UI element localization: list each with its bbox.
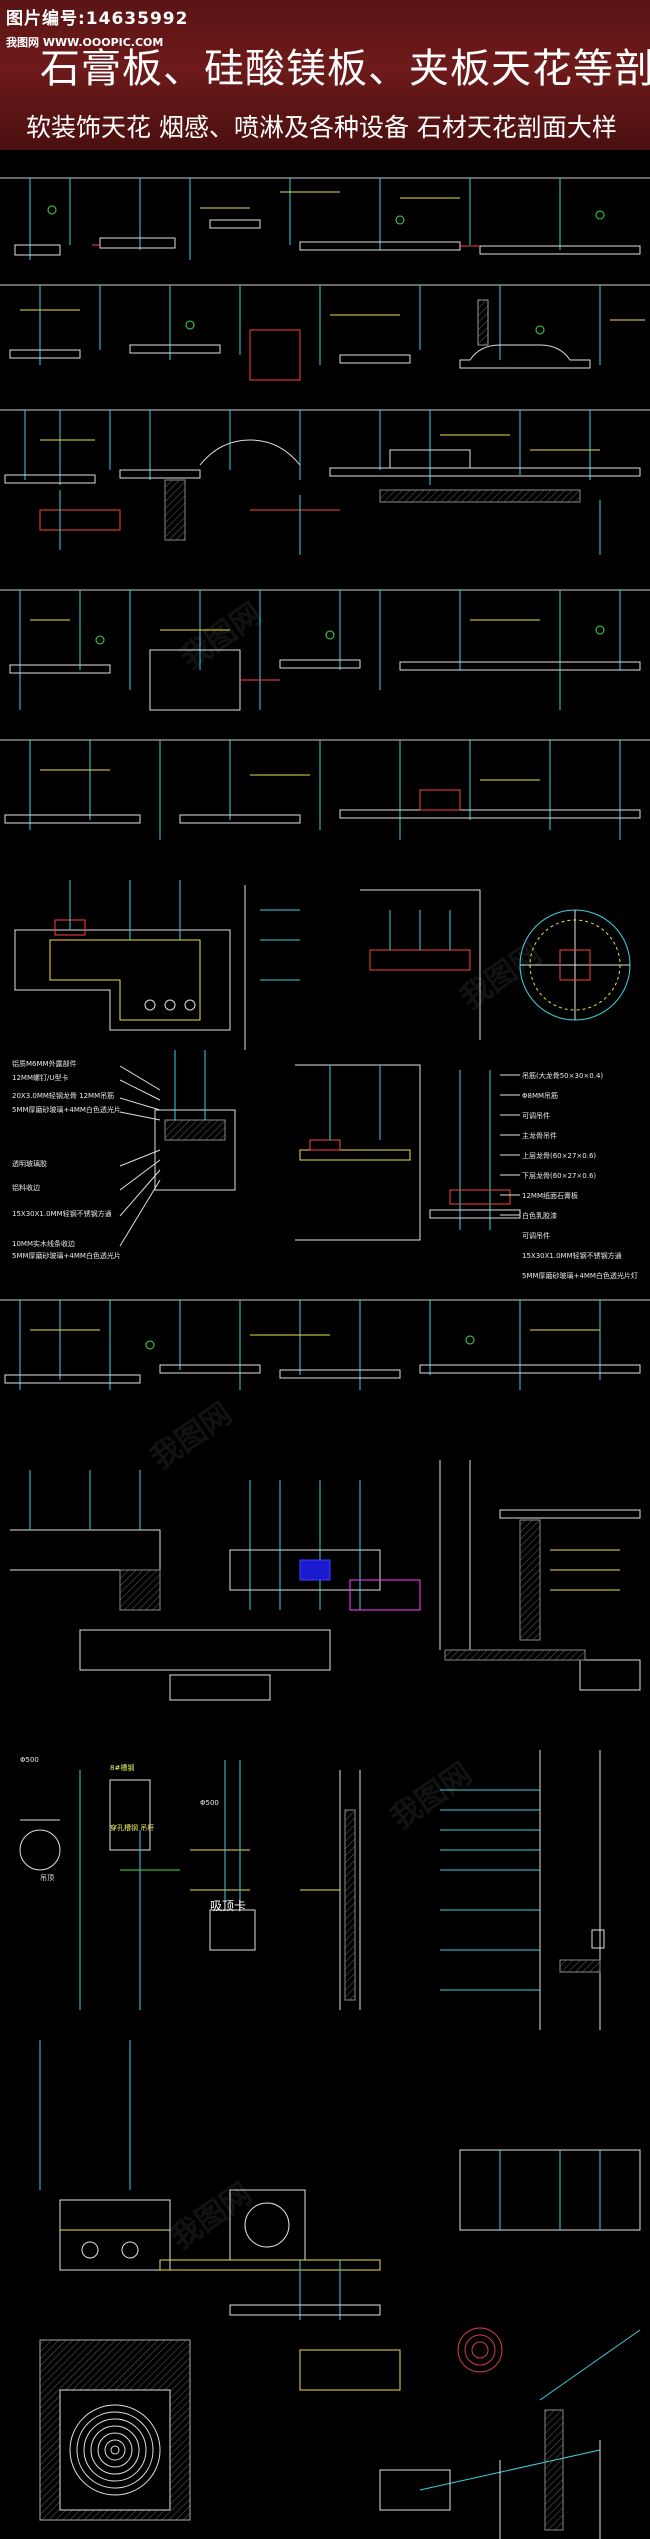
callout: 5MM厚磨砂玻璃+4MM白色透光片 <box>12 1251 121 1260</box>
section-detail-row-7 <box>119 1050 521 1247</box>
callout: 吸顶卡 <box>210 1899 246 1913</box>
callout: 12MM螺钉/U型卡 <box>12 1073 68 1082</box>
callout: 5MM厚磨砂玻璃+4MM白色透光片灯 <box>522 1271 638 1280</box>
callout: 8#槽钢 <box>110 1763 134 1772</box>
callout: Φ500 <box>200 1799 219 1807</box>
callout: Φ8MM吊筋 <box>522 1091 558 1100</box>
section-detail-row-2 <box>0 284 650 381</box>
watermark: 我图网 <box>385 1756 479 1836</box>
callout: 透明玻璃胶 <box>12 1159 47 1168</box>
callout: 主龙骨吊件 <box>522 1131 557 1140</box>
callout: 铝质M6MM外露部件 <box>12 1059 77 1068</box>
watermark: 我图网 <box>145 1396 239 1476</box>
callout: 15X30X1.0MM轻钢不锈钢方通 <box>12 1209 112 1218</box>
watermark: 我图网 <box>455 936 549 1016</box>
section-detail-row-5 <box>0 739 650 840</box>
watermark: 我图网 <box>175 596 269 676</box>
callouts-right: 吊筋(大龙骨50×30×0.4) Φ8MM吊筋 可调吊件 主龙骨吊件 上层龙骨(… <box>522 1071 638 1280</box>
section-detail-row-8 <box>0 1299 650 1390</box>
watermark-tiles: 我图网 我图网 我图网 我图网 我图网 <box>145 596 549 2256</box>
callout: 可调吊件 <box>522 1111 550 1120</box>
callout: 12MM纸面石膏板 <box>522 1191 578 1200</box>
page-title: 石膏板、硅酸镁板、夹板天花等剖面图纸 <box>40 46 650 92</box>
callout: 吊筋(大龙骨50×30×0.4) <box>522 1071 603 1080</box>
cad-drawing-sheet: 铝质M6MM外露部件 12MM螺钉/U型卡 20X3.0MM轻钢龙骨 12MM吊… <box>0 150 650 2539</box>
callout: 下层龙骨(60×27×0.6) <box>522 1171 596 1180</box>
header-banner: 图片编号:14635992 我图网 WWW.OOOPIC.COM 石膏板、硅酸镁… <box>0 0 650 150</box>
callout: 20X3.0MM轻钢龙骨 12MM吊筋 <box>12 1091 114 1100</box>
callout: 吊顶 <box>40 1874 54 1882</box>
callout: 上层龙骨(60×27×0.6) <box>522 1151 596 1160</box>
callout: 15X30X1.0MM轻钢不锈钢方通 <box>522 1251 622 1260</box>
callout: 可调吊件 <box>522 1231 550 1240</box>
callout: 10MM实木线条收边 <box>12 1239 75 1248</box>
callout: Φ500 <box>20 1756 39 1764</box>
section-detail-row-4 <box>0 589 650 711</box>
section-detail-row-11 <box>39 2040 641 2539</box>
site-watermark: 我图网 WWW.OOOPIC.COM <box>6 36 164 49</box>
watermark: 我图网 <box>165 2176 259 2256</box>
section-detail-row-10 <box>19 1750 605 2030</box>
callout: 白色乳胶漆 <box>522 1211 557 1220</box>
image-id-stamp: 图片编号:14635992 <box>6 9 189 29</box>
callouts-left: 铝质M6MM外露部件 12MM螺钉/U型卡 20X3.0MM轻钢龙骨 12MM吊… <box>12 1059 121 1260</box>
callout: 铝料收边 <box>12 1183 40 1192</box>
callout: 5MM厚磨砂玻璃+4MM白色透光片 <box>12 1105 121 1114</box>
section-detail-row-9 <box>10 1460 641 1701</box>
page-subtitle: 软装饰天花 烟感、喷淋及各种设备 石材天花剖面大样 <box>26 113 617 142</box>
cad-drawing: 铝质M6MM外露部件 12MM螺钉/U型卡 20X3.0MM轻钢龙骨 12MM吊… <box>0 177 650 2539</box>
callout: 穿孔槽钢 吊杆 <box>110 1823 154 1832</box>
section-detail-row-3 <box>0 409 650 555</box>
section-detail-row-6 <box>14 880 631 1050</box>
callouts-mid: Φ500 吊顶 8#槽钢 穿孔槽钢 吊杆 吸顶卡 Φ500 <box>20 1756 246 1913</box>
section-detail-row-1 <box>0 177 650 260</box>
